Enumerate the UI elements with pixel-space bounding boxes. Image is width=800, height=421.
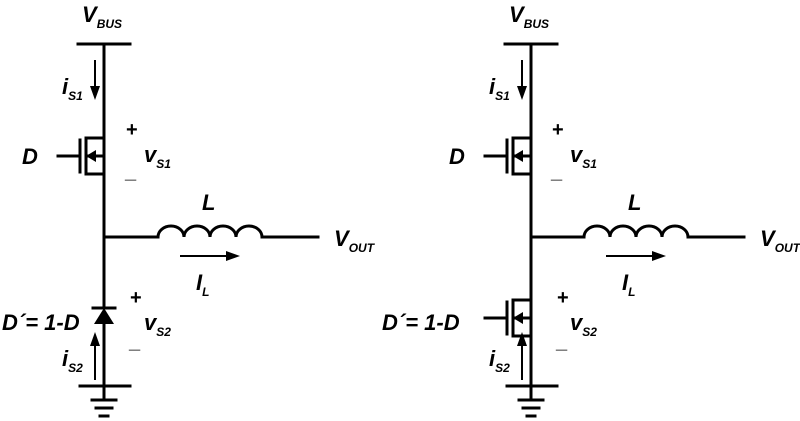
vs1-plus-left: + [126, 119, 138, 141]
vs2-minus-left: _ [128, 331, 141, 353]
vout-label-right: VOUT [760, 226, 800, 255]
mosfet-s1-right [483, 136, 533, 176]
current-arrow-is1-left [90, 60, 100, 100]
il-label-left: IL [196, 270, 209, 299]
gate1-label-left: D [22, 144, 38, 169]
gate1-label-right: D [449, 144, 465, 169]
gate2-label-left: D´= 1-D [2, 310, 80, 335]
inductor-label-left: L [202, 190, 215, 215]
is1-label-left: iS1 [62, 74, 83, 103]
inductor-right [582, 224, 690, 239]
vs2-label-left: vS2 [144, 310, 171, 339]
vout-label-left: VOUT [334, 226, 376, 255]
ground-symbol-right [505, 384, 559, 418]
vs2-minus-right: _ [555, 331, 568, 353]
current-arrow-is2-right [517, 332, 527, 380]
current-arrow-il-right [606, 251, 666, 261]
inductor-left [156, 224, 264, 239]
vs1-plus-right: + [552, 119, 564, 141]
inductor-label-right: L [628, 190, 641, 215]
vbus-label-right: VBUS [509, 2, 549, 31]
current-arrow-is1-right [517, 60, 527, 100]
vs1-minus-left: _ [124, 161, 137, 183]
current-arrow-is2-left [90, 332, 100, 380]
vs2-label-right: vS2 [570, 310, 597, 339]
vs2-plus-left: + [130, 287, 142, 309]
circuit-right: VBUS iS1 D + vS1 _ L VOUT [382, 2, 800, 418]
vs1-minus-right: _ [550, 161, 563, 183]
ground-symbol-left [78, 384, 132, 418]
mosfet-s1-left [56, 136, 106, 176]
vs1-label-left: vS1 [144, 142, 171, 171]
il-label-right: IL [622, 270, 635, 299]
current-arrow-il-left [180, 251, 240, 261]
diode-s2-left [91, 306, 117, 324]
is2-label-right: iS2 [489, 346, 510, 375]
vs1-label-right: vS1 [570, 142, 597, 171]
is1-label-right: iS1 [489, 74, 510, 103]
gate2-label-right: D´= 1-D [382, 310, 460, 335]
vs2-plus-right: + [557, 287, 569, 309]
is2-label-left: iS2 [62, 346, 83, 375]
mosfet-s2-right [483, 298, 533, 338]
vbus-label-left: VBUS [82, 2, 122, 31]
circuit-left: VBUS iS1 D + vS1 _ L [2, 2, 376, 418]
